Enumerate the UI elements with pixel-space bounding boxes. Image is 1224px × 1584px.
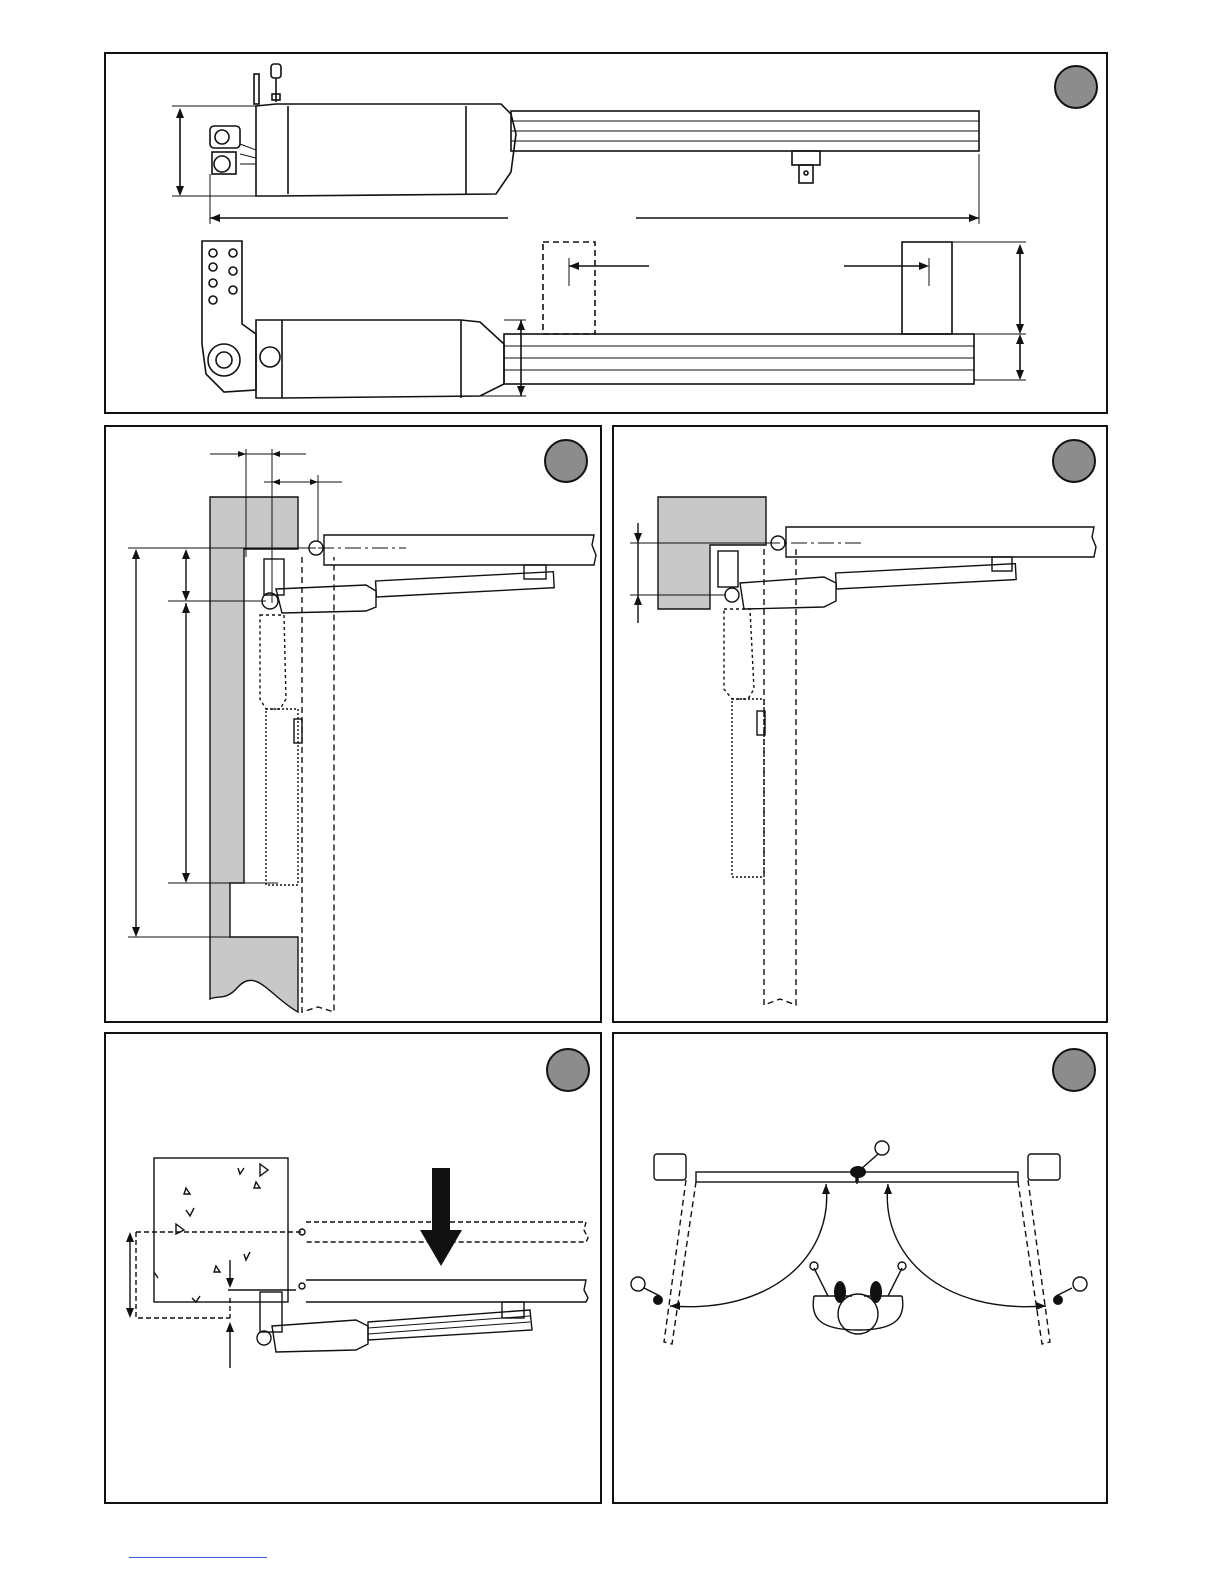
right-pillar: [1028, 1154, 1060, 1180]
operator-rod-closed: [376, 572, 555, 597]
motor-body-side: [256, 104, 516, 196]
figure-panel-3: [612, 425, 1108, 1023]
footer-link-underline: [129, 1557, 267, 1558]
operator-rod: [368, 1310, 532, 1340]
operator-pivot-icon: [257, 1331, 271, 1345]
operator-closed: [276, 585, 376, 613]
right-swing-arc: [887, 1184, 1046, 1307]
left-pillar: [654, 1154, 686, 1180]
leaf-bracket-fixed: [902, 242, 952, 334]
right-leaf-open: [1018, 1180, 1050, 1344]
operator-closed: [740, 577, 836, 609]
actuator-rod-top: [504, 334, 974, 384]
post-bracket: [264, 559, 284, 595]
rod-end-bracket: [792, 151, 820, 165]
operator-pivot-icon: [725, 588, 739, 602]
callout-right-icon: [1073, 1277, 1087, 1291]
operator-open: [260, 615, 286, 709]
pillar-adjustment-drawing: [106, 1034, 600, 1502]
callout-center-icon: [875, 1141, 889, 1155]
left-leaf-open: [664, 1180, 696, 1344]
operator-body: [272, 1320, 368, 1352]
operator-open: [724, 609, 754, 699]
rear-fitting-bolt-icon: [215, 130, 229, 144]
stopper-left-icon: [653, 1295, 663, 1305]
operator-rod-open: [266, 709, 298, 885]
key-handle-icon: [271, 64, 281, 78]
person-hand-left-icon: [834, 1281, 846, 1303]
corner-installation-drawing: [614, 427, 1106, 1021]
stopper-center-icon: [850, 1166, 866, 1178]
motor-body-top: [256, 320, 504, 398]
masonry-pillar: [154, 1158, 288, 1302]
post-installation-drawing: [106, 427, 600, 1021]
gate-leaf-lowered: [306, 1280, 588, 1302]
stopper-right-icon: [1053, 1295, 1063, 1305]
release-lock-icon: [260, 347, 280, 367]
release-key-icon: [254, 74, 259, 104]
operator-rod-closed: [836, 564, 1017, 589]
operator-rod-open: [732, 699, 764, 877]
lower-direction-arrow: [420, 1168, 462, 1266]
post-bracket: [718, 551, 738, 587]
rod-end-pin: [799, 165, 813, 183]
gate-leaf-closed: [324, 535, 596, 565]
person-hand-right-icon: [870, 1281, 882, 1303]
figure-panel-4: [104, 1032, 602, 1504]
gate-leaf-open: [302, 557, 334, 1012]
figure-panel-2: [104, 425, 602, 1023]
left-leaf-closed: [696, 1172, 856, 1182]
figure-panel-1: [104, 52, 1108, 414]
right-leaf-closed: [858, 1172, 1018, 1182]
operator-dimension-drawing: [106, 54, 1106, 412]
pivot-hinge-icon: [208, 344, 240, 376]
callout-left-icon: [631, 1277, 645, 1291]
double-gate-top-view: [614, 1034, 1106, 1502]
gate-leaf-closed: [786, 527, 1096, 557]
leaf-bracket-travel: [543, 242, 595, 334]
gate-leaf-open: [764, 549, 796, 1005]
gate-post-wall: [210, 497, 298, 1012]
gate-post-block: [658, 497, 766, 609]
figure-panel-5: [612, 1032, 1108, 1504]
person-figure-icon: [813, 1268, 903, 1330]
